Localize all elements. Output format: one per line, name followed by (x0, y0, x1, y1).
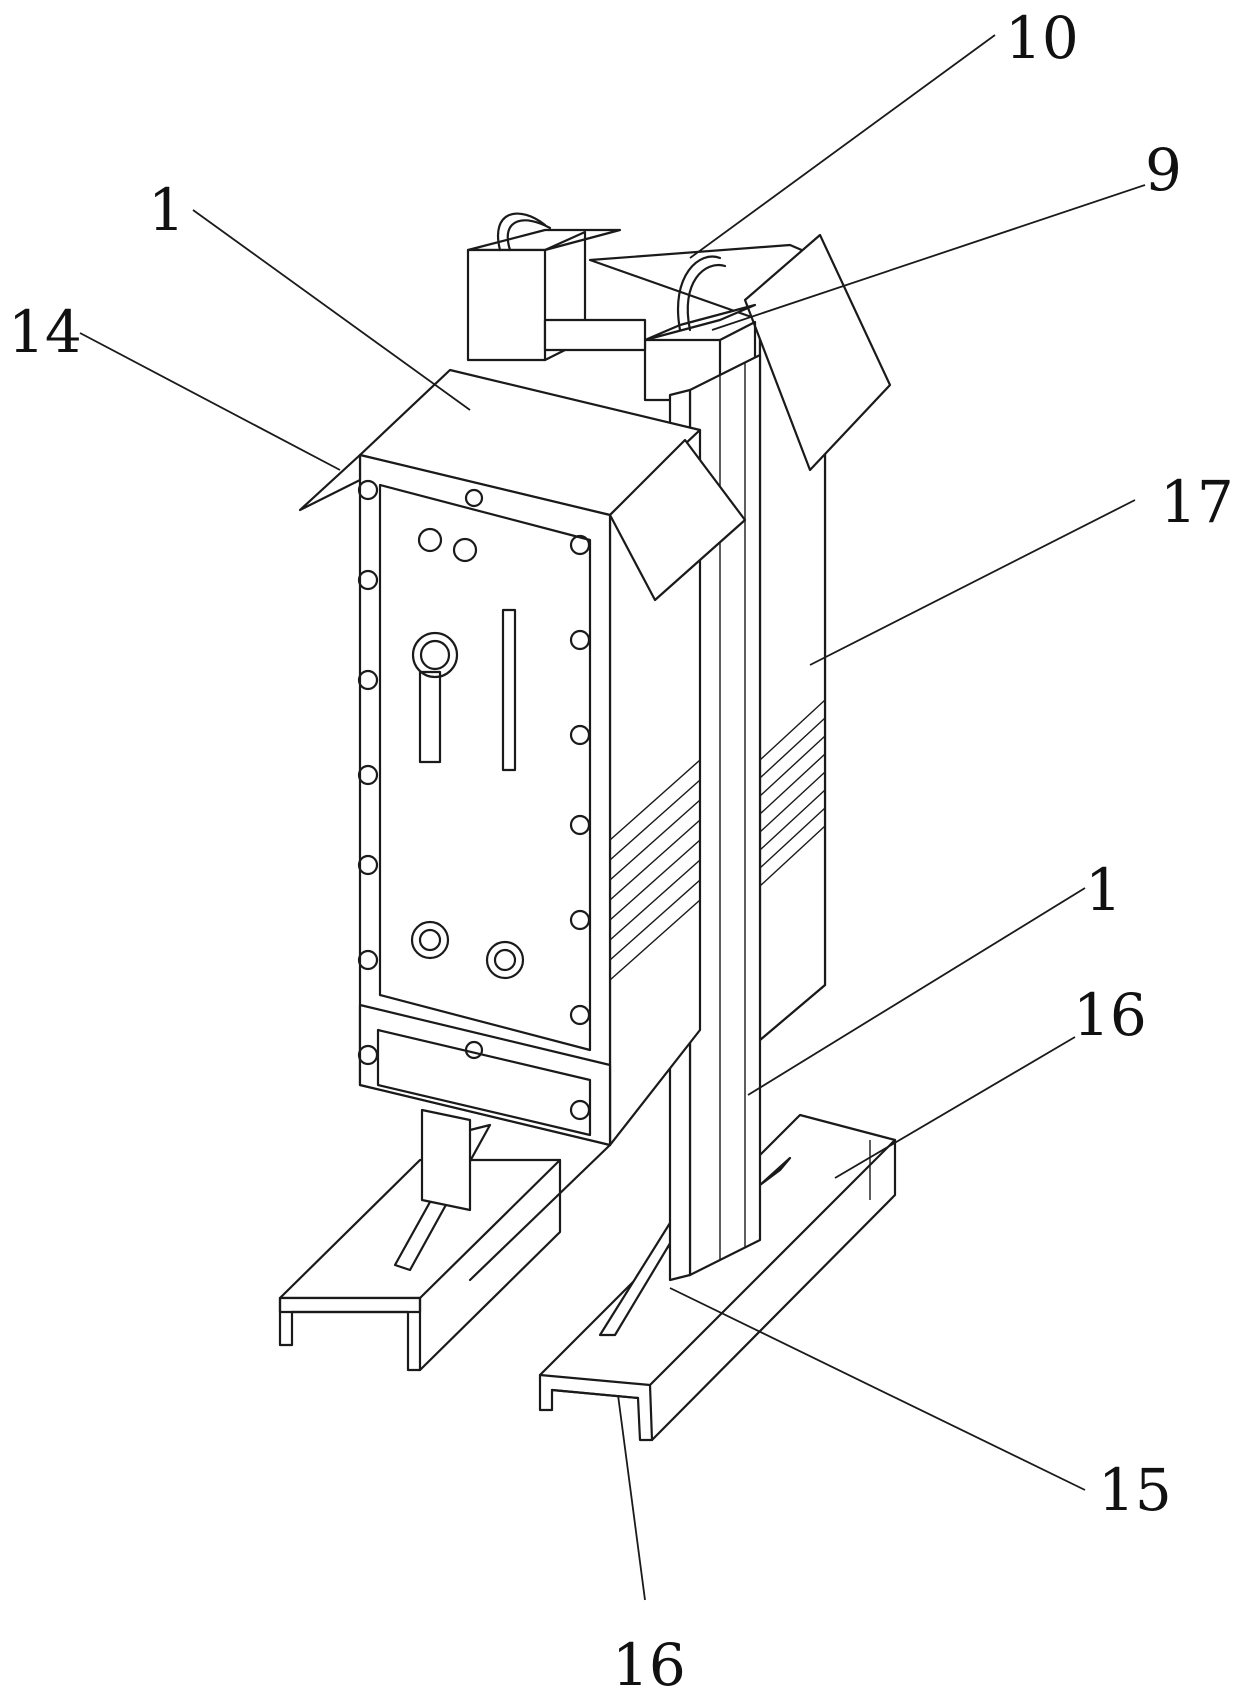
callout-label-17: 17 (1160, 468, 1234, 536)
leader-lines (79, 34, 1146, 1601)
cabinet-legs (420, 1108, 612, 1282)
front-cabinet (298, 368, 747, 1147)
callout-label-15: 15 (1098, 1456, 1172, 1524)
callout-label-1-post: 1 (1085, 856, 1122, 924)
heat-sink-fins-rear (759, 699, 826, 887)
rear-cabinet (588, 233, 892, 1042)
callout-label-9: 9 (1145, 136, 1182, 204)
panel-fittings (410, 527, 525, 980)
callout-label-14: 14 (8, 298, 82, 366)
callout-label-1-top: 1 (148, 176, 185, 244)
heat-sink-fins-front (609, 759, 701, 981)
callout-labels: 10 9 1 14 17 1 16 15 16 (8, 4, 1234, 1699)
callout-label-16-bottom: 16 (612, 1631, 686, 1699)
panel-bolts (357, 479, 591, 1121)
callout-label-10: 10 (1005, 4, 1079, 72)
callout-label-16-right: 16 (1073, 981, 1147, 1049)
